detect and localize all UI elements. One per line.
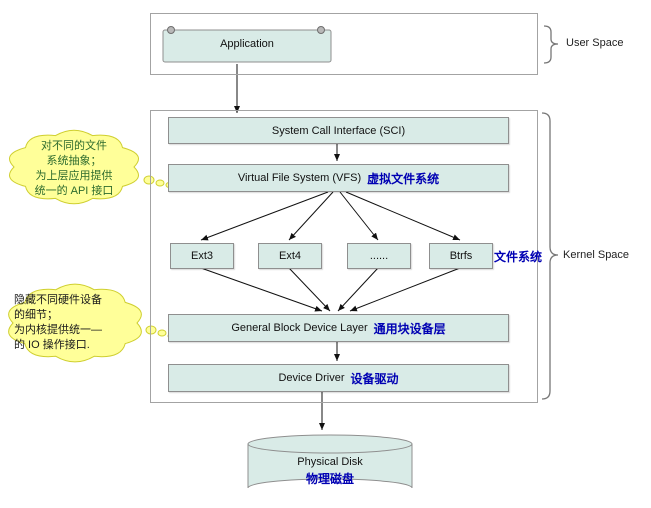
- user-space-brace: [543, 25, 559, 64]
- kernel-space-brace: [541, 112, 559, 400]
- ext4-label: Ext4: [278, 250, 301, 262]
- physical-disk-label-en: Physical Disk: [297, 456, 363, 468]
- block-callout-line: 隐藏不同硬件设备: [14, 294, 102, 306]
- arrow-btrfs-to-block: [349, 267, 461, 312]
- pushpin-icon: [167, 26, 175, 34]
- arrow-ext3-to-block: [200, 267, 323, 312]
- user-space-label: User Space: [566, 37, 624, 49]
- block-layer-node: General Block Device Layer 通用块设备层: [168, 314, 509, 342]
- thought-bubble: [143, 175, 155, 185]
- block-layer-label-cn: 通用块设备层: [373, 321, 446, 336]
- filesystems-label-cn: 文件系统: [494, 250, 543, 264]
- pushpin-icon: [317, 26, 325, 34]
- block-callout-text: 隐藏不同硬件设备 的细节； 为内核提供统一— 的 IO 操作接口.: [14, 293, 144, 353]
- application-node: Application: [220, 38, 274, 50]
- device-driver-label-en: Device Driver: [278, 372, 345, 384]
- vfs-callout-cloud: [9, 129, 139, 205]
- thought-bubble: [155, 179, 165, 187]
- application-scroll-shape: [162, 29, 332, 63]
- ext4-node: Ext4: [258, 243, 322, 269]
- device-driver-node: Device Driver 设备驱动: [168, 364, 509, 392]
- other-fs-label: ......: [369, 250, 389, 262]
- thought-bubble: [145, 325, 157, 335]
- block-callout-line: 的 IO 操作接口.: [14, 339, 90, 351]
- kernel-space-label: Kernel Space: [563, 249, 630, 261]
- kernel-space-container: [150, 110, 538, 403]
- cylinder-top: [247, 434, 413, 454]
- arrow-vfs-to-ext3: [200, 191, 329, 241]
- other-fs-node: ......: [347, 243, 411, 269]
- cylinder-body: [247, 443, 413, 489]
- block-layer-label-en: General Block Device Layer: [231, 322, 368, 334]
- ext3-label: Ext3: [190, 250, 213, 262]
- btrfs-label: Btrfs: [449, 250, 473, 262]
- vfs-callout-text: 对不同的文件 系统抽象； 为上层应用提供 统一的 API 接口: [16, 139, 132, 199]
- arrow-vfs-to-ext4: [288, 191, 334, 241]
- physical-disk-cylinder: [247, 434, 413, 489]
- vfs-callout-line: 统一的 API 接口: [34, 185, 114, 197]
- vfs-label-cn: 虚拟文件系统: [367, 171, 440, 186]
- arrow-vfs-to-btrfs: [345, 191, 461, 241]
- device-driver-label-cn: 设备驱动: [350, 371, 399, 386]
- callout-clouds: [8, 129, 175, 363]
- vfs-callout-line: 系统抽象；: [46, 155, 102, 167]
- block-callout-line: 为内核提供统一—: [14, 324, 102, 336]
- sci-node: System Call Interface (SCI): [168, 117, 509, 144]
- arrows: [200, 64, 461, 430]
- sci-label: System Call Interface (SCI): [271, 124, 406, 137]
- thought-bubble: [157, 329, 167, 337]
- vfs-label-en: Virtual File System (VFS): [237, 172, 362, 184]
- block-callout-cloud: [8, 283, 142, 363]
- block-callout-line: 的细节；: [14, 309, 58, 321]
- arrow-vfs-to-dots: [339, 191, 379, 241]
- btrfs-node: Btrfs: [429, 243, 493, 269]
- vfs-callout-line: 为上层应用提供: [35, 170, 113, 182]
- vfs-node: Virtual File System (VFS) 虚拟文件系统: [168, 164, 509, 192]
- vfs-callout-line: 对不同的文件: [41, 140, 107, 152]
- arrow-dots-to-block: [337, 267, 379, 312]
- ext3-node: Ext3: [170, 243, 234, 269]
- arrow-ext4-to-block: [288, 267, 331, 312]
- user-space-container: [150, 13, 538, 75]
- physical-disk-node: Physical Disk 物理磁盘: [248, 456, 412, 487]
- physical-disk-label-cn: 物理磁盘: [305, 472, 354, 486]
